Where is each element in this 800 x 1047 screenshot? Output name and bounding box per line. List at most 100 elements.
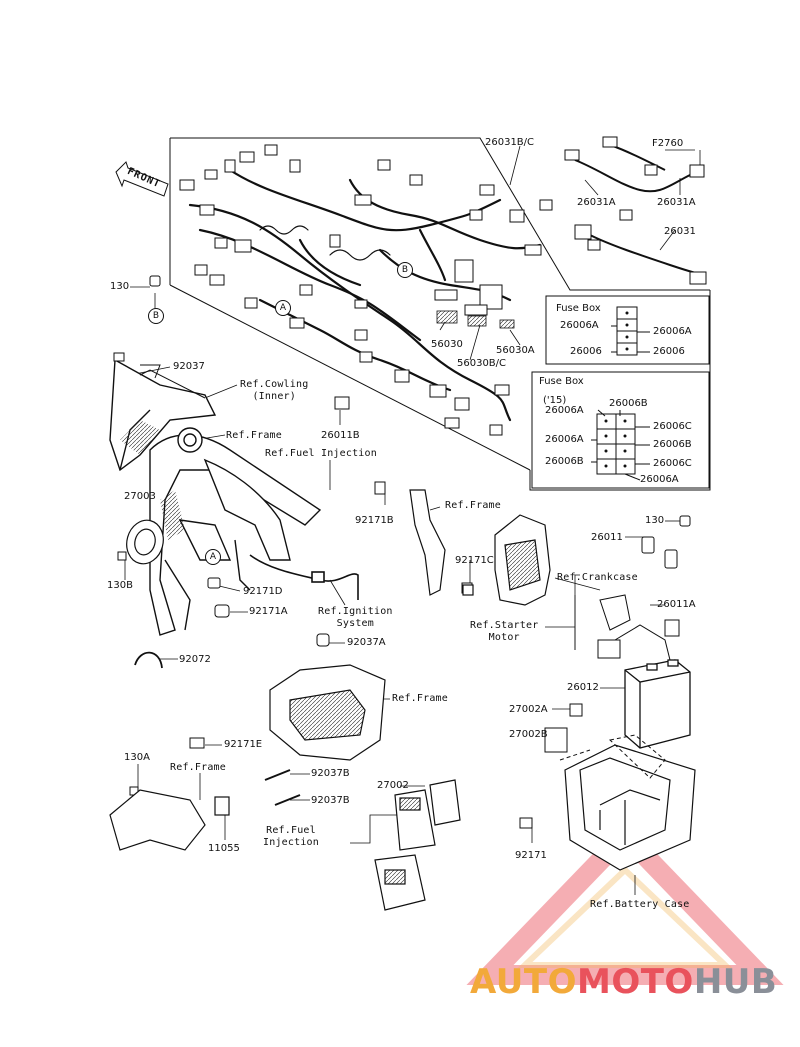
ref-cowling-line1: Ref.Cowling — [240, 379, 309, 390]
ref-starter-line1: Ref.Starter — [470, 620, 539, 631]
fuse-box-2-frame — [531, 371, 710, 489]
callout-92171e: 92171E — [224, 739, 263, 750]
main-wiring-harness — [188, 168, 542, 422]
callout-27002b: 27002B — [509, 729, 548, 740]
callout-26011a: 26011A — [657, 599, 696, 610]
callout-92037b-1: 92037B — [311, 768, 350, 779]
crankcase-cover — [494, 514, 551, 606]
fuse-box-2-right-2: 26006C — [653, 458, 692, 469]
callout-56030bc: 56030B/C — [457, 358, 507, 369]
fuse-box-1-left-0: 26006A — [560, 320, 599, 331]
callout-92072: 92072 — [179, 654, 211, 665]
front-direction-arrow: FRONT — [112, 160, 172, 200]
ref-cowling-inner: Ref.Cowling (Inner) — [240, 379, 308, 403]
marker-b-bolt: B — [148, 308, 164, 324]
bracket-lower-left — [109, 789, 230, 851]
callout-92171c: 92171C — [455, 555, 494, 566]
fuse-box-2-top-left: 26006A — [545, 405, 584, 416]
watermark-part2: MOTO — [576, 962, 694, 1002]
fuse-box-2-year: ('15) — [543, 395, 567, 406]
marker-a-harness: A — [275, 300, 291, 316]
callout-92171d: 92171D — [243, 586, 283, 597]
ref-frame-1: Ref.Frame — [226, 430, 282, 441]
ecu-27002 — [374, 779, 461, 911]
callout-26031: 26031 — [664, 226, 696, 237]
bracket-92037-cowling — [113, 352, 206, 399]
callout-f2760: F2760 — [652, 138, 684, 149]
relay-26011 — [597, 536, 680, 671]
ignition-wire — [249, 554, 359, 600]
ref-crankcase: Ref.Crankcase — [557, 572, 638, 583]
ref-starter-line2: Motor — [488, 632, 520, 643]
callout-130b: 130B — [107, 580, 133, 591]
battery-case — [564, 744, 696, 871]
callout-92171b: 92171B — [355, 515, 394, 526]
ref-starter-motor: Ref.Starter Motor — [470, 620, 538, 644]
callout-26031a-1: 26031A — [577, 197, 616, 208]
fuse-box-1-right-0: 26006A — [653, 326, 692, 337]
fuse-box-1-left-1: 26006 — [570, 346, 602, 357]
ref-fuel-injection-2: Ref.Fuel Injection — [263, 825, 319, 849]
battery-cover — [559, 734, 666, 779]
callout-26012: 26012 — [567, 682, 599, 693]
fuse-box-1-dots — [625, 311, 629, 351]
callout-56030a: 56030A — [496, 345, 535, 356]
ref-frame-3: Ref.Frame — [392, 693, 448, 704]
part-92072-band — [134, 651, 163, 669]
fuse-box-2-right-1: 26006B — [653, 439, 692, 450]
fuse-box-1-right-1: 26006 — [653, 346, 685, 357]
callout-26011b: 26011B — [321, 430, 360, 441]
sub-harness-26031 — [574, 144, 701, 276]
watermark-part3: HUB — [693, 962, 778, 1002]
fuse-box-2-right-0: 26006C — [653, 421, 692, 432]
fuse-box-2-left-1: 26006B — [545, 456, 584, 467]
callout-92171: 92171 — [515, 850, 547, 861]
fuse-box-1-frame — [545, 295, 710, 365]
ref-frame-2: Ref.Frame — [445, 500, 501, 511]
bolts-and-clips — [117, 275, 691, 829]
watermark-part1: AUTO — [470, 962, 577, 1002]
callout-130-top: 130 — [110, 281, 130, 292]
main-harness-box — [169, 137, 711, 491]
callout-27002: 27002 — [377, 780, 409, 791]
frame-hatching — [120, 420, 185, 540]
frame-assembly — [109, 358, 322, 636]
callout-92037: 92037 — [173, 361, 205, 372]
callout-130a: 130A — [124, 752, 150, 763]
battery-26012 — [624, 659, 691, 749]
fuse-box-2-bottom: 26006A — [640, 474, 679, 485]
fuse-box-1-title: Fuse Box — [556, 303, 601, 314]
callout-27003: 27003 — [124, 491, 156, 502]
fuse-box-2-title: Fuse Box — [539, 376, 584, 387]
harness-connectors — [179, 144, 553, 436]
sub-harness-connectors — [564, 136, 707, 285]
callout-26031bc: 26031B/C — [485, 137, 535, 148]
harness-connector-hatch — [436, 310, 515, 329]
bracket-ref-frame-right — [409, 489, 474, 596]
ref-ignition-line2: System — [336, 618, 374, 629]
callout-92037a: 92037A — [347, 637, 386, 648]
fuse-box-2-left-0: 26006A — [545, 434, 584, 445]
watermark-logo-text: AUTOMOTOHUB — [470, 962, 777, 1002]
ref-ignition-system: Ref.Ignition System — [318, 606, 393, 630]
watermark-triangle-logo — [466, 820, 784, 985]
marker-b-harness: B — [397, 262, 413, 278]
callout-26031a-2: 26031A — [657, 197, 696, 208]
ref-frame-4: Ref.Frame — [170, 762, 226, 773]
callout-92171a: 92171A — [249, 606, 288, 617]
bands-92037b — [264, 769, 301, 806]
ref-fuel-injection-2-line2: Injection — [263, 837, 319, 848]
marker-a-frame: A — [205, 549, 221, 565]
ref-cowling-line2: (Inner) — [252, 391, 296, 402]
callout-26011: 26011 — [591, 532, 623, 543]
part-27003-disc — [126, 519, 164, 565]
front-arrow-icon — [115, 161, 169, 197]
callout-130-right: 130 — [645, 515, 665, 526]
under-tray — [269, 664, 386, 761]
fuse-box-2-dots — [604, 419, 627, 468]
callout-92037b-2: 92037B — [311, 795, 350, 806]
ref-fuel-injection-1: Ref.Fuel Injection — [265, 448, 377, 459]
ref-fuel-injection-2-line1: Ref.Fuel — [266, 825, 316, 836]
